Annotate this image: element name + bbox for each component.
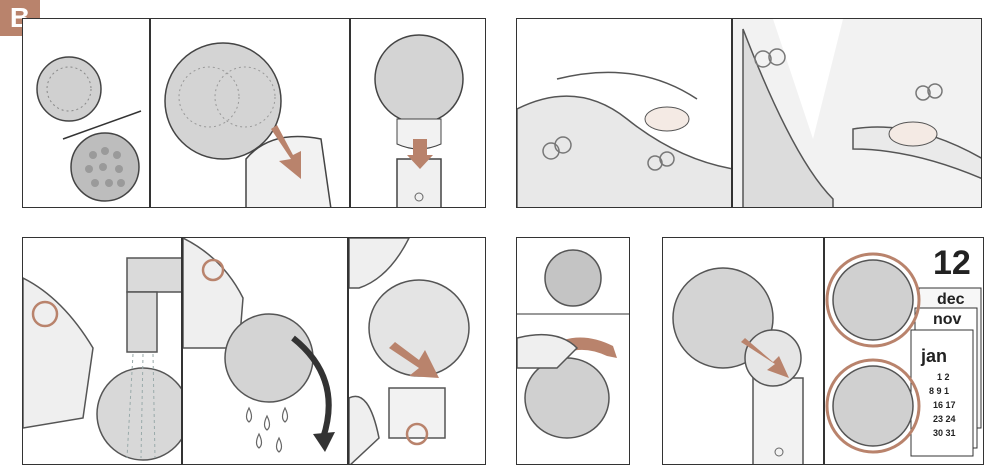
panel-brush-heads — [22, 18, 150, 208]
panel-shake-dry — [182, 237, 348, 465]
panel-leg-massage — [516, 18, 732, 208]
panel-replace-head — [662, 237, 824, 465]
panel-attach-head — [150, 18, 350, 208]
calendar-month-jan: jan — [920, 346, 947, 366]
panel-replacement-interval: 12 dec nov jan 1 2 8 9 1 16 17 23 24 30 … — [824, 237, 984, 465]
panel-detach-pad — [516, 237, 630, 465]
panel-insert-head — [350, 18, 486, 208]
rinse-tap-illustration — [23, 238, 182, 465]
leg-massage-illustration — [517, 19, 732, 208]
calendar-days-row5: 30 31 — [933, 428, 956, 438]
panel-remove-head — [348, 237, 486, 465]
panel-rinse-tap — [22, 237, 182, 465]
arm-massage-illustration — [733, 19, 982, 208]
detach-pad-illustration — [517, 238, 630, 465]
calendar-days-row2: 8 9 1 — [929, 386, 949, 396]
calendar-month-nov: nov — [933, 311, 962, 328]
calendar-days-row1: 1 2 — [937, 372, 950, 382]
replacement-interval-illustration: 12 dec nov jan 1 2 8 9 1 16 17 23 24 30 … — [825, 238, 984, 465]
calendar-day-number: 12 — [933, 244, 971, 282]
replace-head-illustration — [663, 238, 824, 465]
attach-head-illustration — [151, 19, 350, 208]
panel-arm-massage — [732, 18, 982, 208]
calendar-days-row4: 23 24 — [933, 414, 956, 424]
brush-heads-illustration — [23, 19, 150, 208]
remove-head-illustration — [349, 238, 486, 465]
calendar-days-row3: 16 17 — [933, 400, 956, 410]
calendar-month-dec: dec — [937, 291, 965, 308]
shake-dry-illustration — [183, 238, 348, 465]
insert-head-illustration — [351, 19, 486, 208]
